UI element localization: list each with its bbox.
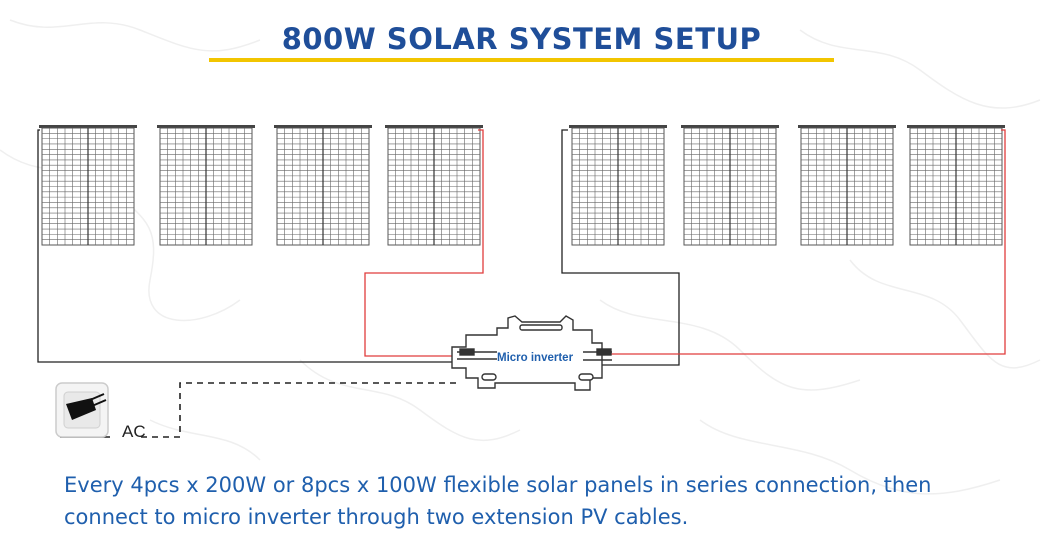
connector-plug-right xyxy=(596,348,612,356)
wall-outlet xyxy=(55,382,109,438)
plug-icon xyxy=(66,398,96,420)
solar-panel xyxy=(385,125,483,246)
left-positive-wire xyxy=(364,129,484,357)
page-title: 800W SOLAR SYSTEM SETUP xyxy=(281,22,762,56)
solar-panel xyxy=(569,125,667,246)
inverter-dc-connectors xyxy=(457,351,612,361)
wiring xyxy=(37,129,1006,438)
solar-panel xyxy=(39,125,137,246)
solar-panel xyxy=(681,125,779,246)
ac-cable xyxy=(140,382,456,438)
inverter-vent xyxy=(519,324,563,331)
ac-label: AC xyxy=(122,422,146,441)
solar-panel xyxy=(274,125,372,246)
connector-plug-left xyxy=(459,348,475,356)
caption-line-2: connect to micro inverter through two ex… xyxy=(64,505,689,529)
inverter-body xyxy=(451,315,603,391)
solar-panel xyxy=(798,125,896,246)
diagram-caption: Every 4pcs x 200W or 8pcs x 100W flexibl… xyxy=(64,469,984,533)
inverter-label: Micro inverter xyxy=(497,352,574,364)
inverter-mount-right xyxy=(578,373,594,381)
solar-panel-array xyxy=(39,125,1005,246)
left-negative-wire xyxy=(37,129,456,363)
caption-line-1: Every 4pcs x 200W or 8pcs x 100W flexibl… xyxy=(64,473,932,497)
right-positive-wire xyxy=(600,129,1006,355)
title-underline xyxy=(209,58,834,62)
micro-inverter xyxy=(451,315,612,391)
solar-panel xyxy=(157,125,255,246)
inverter-mount-left xyxy=(481,373,497,381)
right-negative-wire xyxy=(561,129,680,366)
solar-panel xyxy=(907,125,1005,246)
background-map xyxy=(0,19,1041,495)
